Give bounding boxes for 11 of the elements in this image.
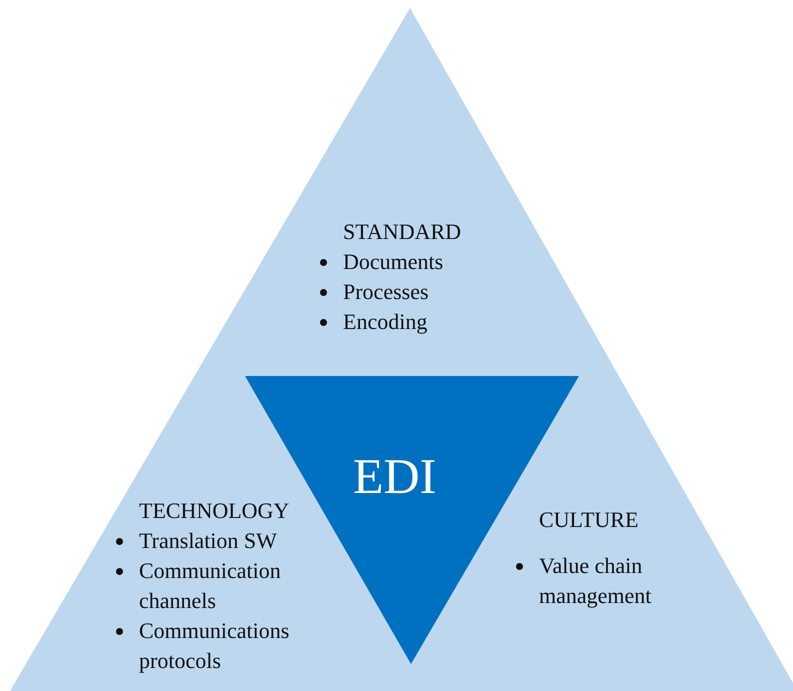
center-label: EDI xyxy=(353,448,436,504)
section-heading: STANDARD xyxy=(343,218,462,246)
bullet-item: Communication channels xyxy=(112,556,327,616)
bullet-item: Translation SW xyxy=(112,526,327,556)
bullet-item: Encoding xyxy=(316,307,516,337)
bullet-item: Communications protocols xyxy=(112,616,327,676)
bullet-item: Value chain management xyxy=(512,551,702,611)
bullet-item: Documents xyxy=(316,247,516,277)
section-heading: CULTURE xyxy=(539,506,638,534)
section-heading: TECHNOLOGY xyxy=(139,497,290,525)
bullet-item: Processes xyxy=(316,277,516,307)
